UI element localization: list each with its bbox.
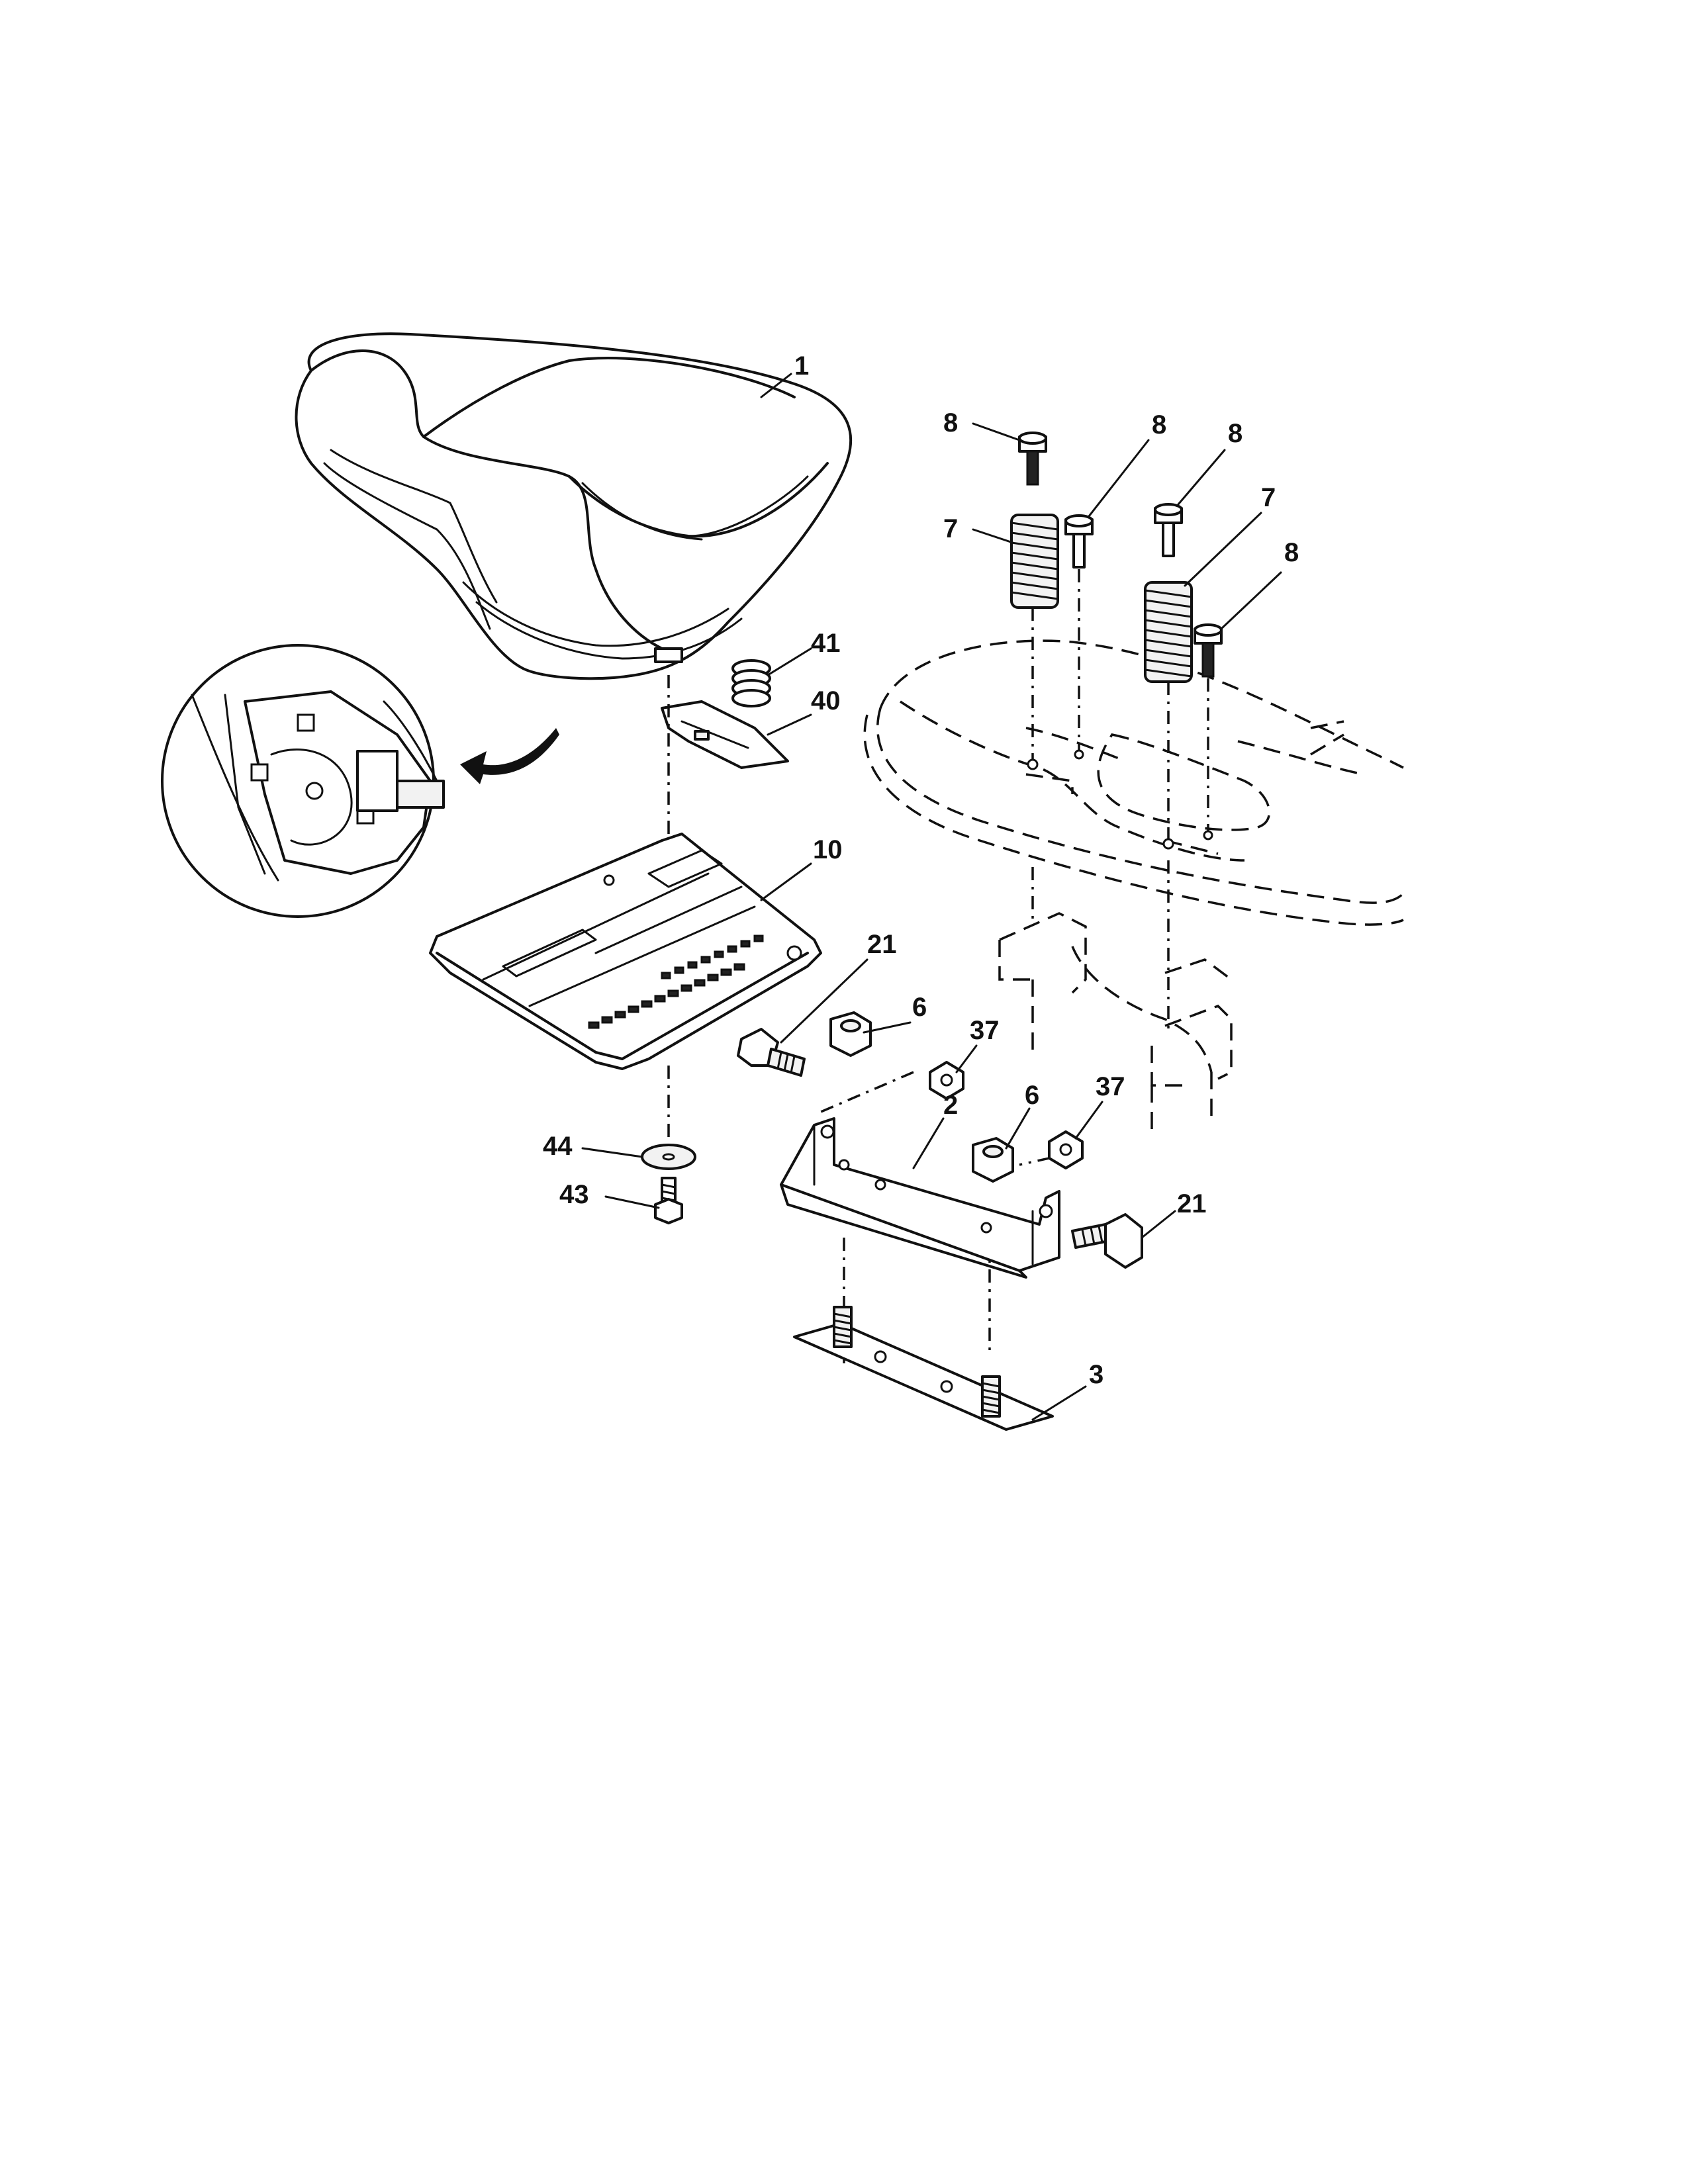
spring-left [1010,514,1059,609]
callout-37a: 37 [970,1016,1000,1045]
callout-6a: 6 [912,993,927,1022]
callout-21a: 21 [867,930,897,959]
bolt-8c [1154,503,1183,557]
seat-pan-slots [588,934,764,1029]
bolt-21-left [737,1028,806,1077]
bolt-21-right [1071,1213,1143,1269]
washer-44 [641,1144,696,1170]
callouts: 1 8 8 8 7 7 8 41 40 10 21 6 37 6 37 2 44… [543,351,1299,1389]
assembly-lines [667,569,1209,1363]
seat-bracket [780,1117,1060,1279]
callout-7a: 7 [943,514,958,543]
nut-6-upper [829,1011,872,1057]
bolt-8b [1064,514,1094,569]
frame-phantom [863,639,1405,1132]
callout-2: 2 [943,1091,958,1120]
bolt-8d [1194,623,1223,678]
nut-37-lower [1048,1130,1084,1169]
callout-37b: 37 [1096,1072,1125,1101]
seat-switch-spring [731,659,771,707]
callout-10: 10 [813,835,843,864]
callout-44: 44 [543,1132,573,1161]
bolt-8a [1018,432,1047,486]
callout-41: 41 [811,629,841,658]
seat-switch-clip [661,700,789,769]
callout-6b: 6 [1025,1081,1039,1110]
callout-8a: 8 [943,408,958,437]
detail-arrow [460,728,559,784]
callout-3: 3 [1089,1360,1103,1389]
callout-7b: 7 [1261,483,1276,512]
callout-8c: 8 [1228,419,1243,448]
bolt-43 [654,1177,683,1224]
seat [295,332,853,680]
detail-inset [161,644,445,918]
leader-lines [581,373,1282,1421]
callout-40: 40 [811,686,841,715]
callout-43: 43 [559,1180,589,1209]
callout-1: 1 [794,351,809,381]
nut-37-upper [929,1061,964,1100]
seat-pan [429,833,822,1070]
nut-6-lower [972,1137,1014,1183]
base-plate [793,1306,1054,1431]
callout-21b: 21 [1177,1189,1207,1218]
spring-right [1144,581,1193,683]
callout-8d: 8 [1284,538,1299,567]
callout-8b: 8 [1152,410,1166,439]
